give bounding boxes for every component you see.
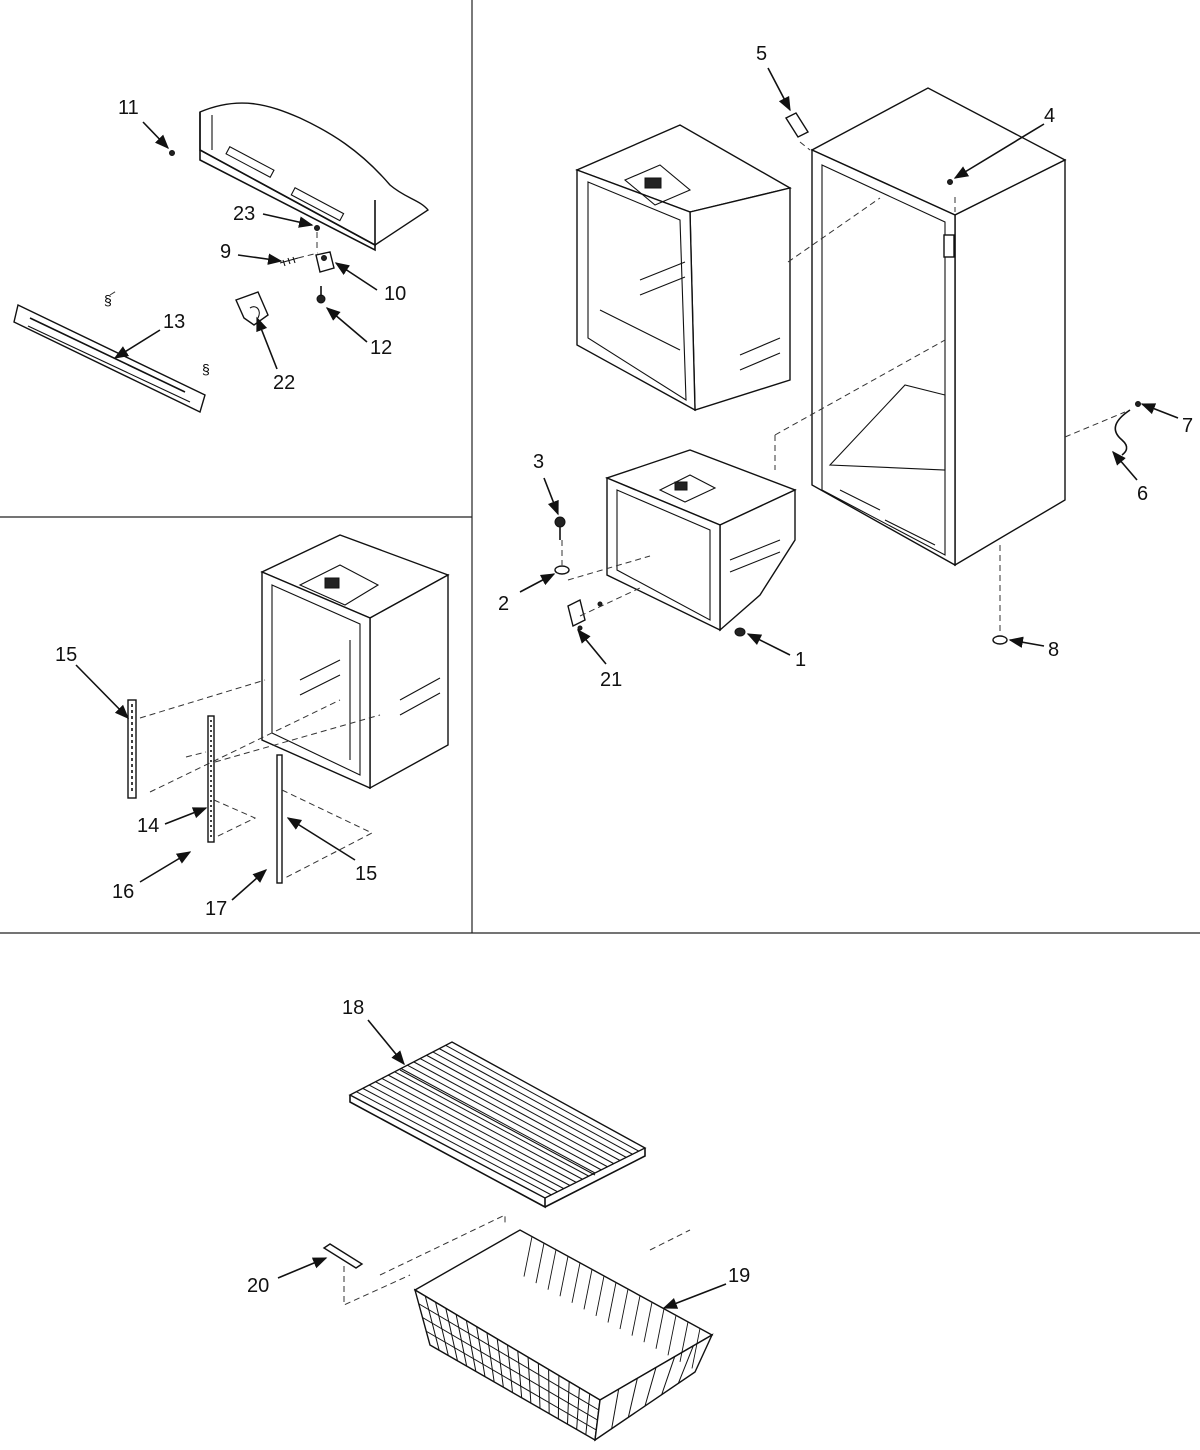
fresh-food-liner <box>575 124 792 412</box>
screw-23 <box>314 225 320 231</box>
part-20-divider <box>322 1243 364 1269</box>
bracket-10 <box>315 251 335 273</box>
screw-12 <box>316 286 326 304</box>
bottom-left-panel <box>127 534 450 884</box>
callout-1: 1 <box>795 649 806 671</box>
callout-5: 5 <box>756 43 767 65</box>
dashed-guides-right <box>561 141 1126 635</box>
callout-9: 9 <box>220 241 231 263</box>
callout-10: 10 <box>384 283 406 305</box>
part-1-foot <box>734 627 746 637</box>
part-8-foot <box>992 635 1008 645</box>
callout-19: 19 <box>728 1265 750 1287</box>
svg-text:§: § <box>202 361 210 377</box>
callout-22: 22 <box>273 372 295 394</box>
part-7-screw <box>1135 401 1141 407</box>
part-3-screw <box>554 516 566 540</box>
callout-15-left: 15 <box>55 644 77 666</box>
callout-6: 6 <box>1137 483 1148 505</box>
rail-14 <box>207 715 215 843</box>
callout-7: 7 <box>1182 415 1193 437</box>
callout-20: 20 <box>247 1275 269 1297</box>
rail-15-left <box>127 699 137 799</box>
callout-18: 18 <box>342 997 364 1019</box>
callout-21: 21 <box>600 669 622 691</box>
screw-11 <box>169 150 175 156</box>
callout-15-right: 15 <box>355 863 377 885</box>
top-left-panel: § § <box>13 102 430 413</box>
freezer-liner <box>605 449 797 632</box>
part-6-hose <box>1114 409 1131 456</box>
panel-dividers <box>0 0 1200 934</box>
callout-8: 8 <box>1048 639 1059 661</box>
callout-14: 14 <box>137 815 159 837</box>
rail-15-right <box>276 754 283 884</box>
wire-shelf-18 <box>348 1041 647 1209</box>
wire-basket-19 <box>413 1229 714 1442</box>
part-4-screw <box>947 179 953 185</box>
cabinet-section <box>199 102 430 252</box>
dashed-guides-bottom-left <box>139 679 381 879</box>
callout-23: 23 <box>233 203 255 225</box>
svg-text:§: § <box>104 292 112 308</box>
screw-9 <box>279 256 299 267</box>
freezer-liner-view <box>260 534 450 790</box>
callout-17: 17 <box>205 898 227 920</box>
callout-2: 2 <box>498 593 509 615</box>
refrigerator-cabinet <box>810 87 1067 567</box>
dashed-guides-top-left <box>297 232 319 259</box>
callout-3: 3 <box>533 451 544 473</box>
toe-grille-13: § § <box>13 289 210 413</box>
callout-11: 11 <box>118 97 139 119</box>
callout-16: 16 <box>112 881 134 903</box>
part-5-tube <box>784 112 810 138</box>
dashed-guides-bottom <box>343 1214 691 1306</box>
callout-12: 12 <box>370 337 392 359</box>
callout-13: 13 <box>163 311 185 333</box>
part-2-washer <box>554 565 570 575</box>
right-panel <box>554 87 1141 645</box>
callout-labels: 11 23 9 10 12 22 13 15 14 16 17 15 5 4 7… <box>55 43 1193 1297</box>
callout-4: 4 <box>1044 105 1055 127</box>
leader-arrows <box>75 67 1179 1309</box>
bottom-panel <box>322 1041 714 1442</box>
clip-22 <box>235 291 269 326</box>
part-21-bracket <box>567 598 603 631</box>
